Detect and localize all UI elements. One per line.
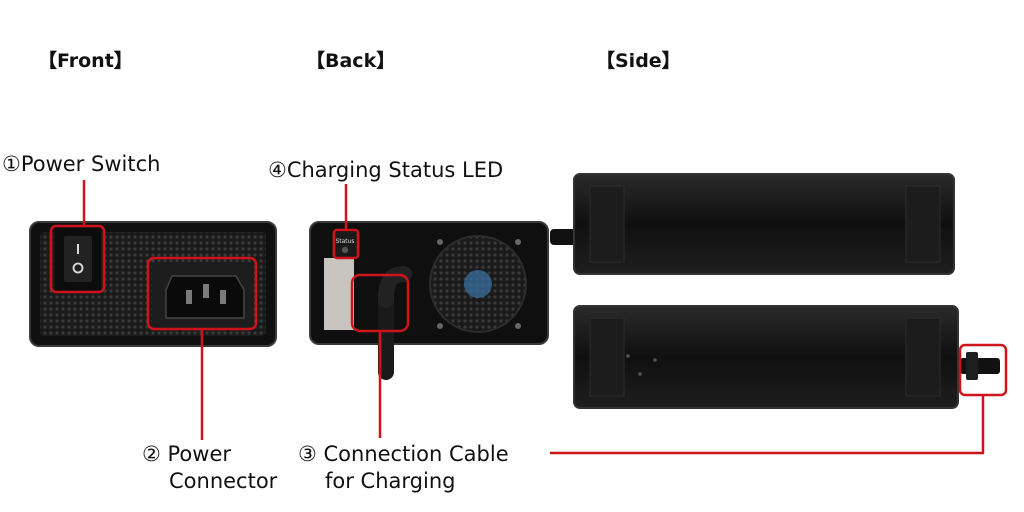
switch-off-mark-icon — [72, 262, 84, 274]
callout-charging-led: ④Charging Status LED — [268, 158, 504, 182]
callout-power-connector-2: Connector — [169, 469, 278, 493]
led-label: Status — [335, 238, 354, 245]
heading-back: 【Back】 — [306, 50, 396, 72]
callout-power-connector-1: ② Power — [142, 442, 231, 466]
side-unit-top — [550, 173, 955, 275]
heading-side: 【Side】 — [596, 50, 681, 72]
callout-power-switch: ①Power Switch — [2, 152, 161, 176]
front-unit — [29, 221, 277, 347]
heading-front: 【Front】 — [38, 50, 133, 72]
callout-cable-2: for Charging — [325, 469, 456, 493]
side-unit-bottom — [573, 305, 1000, 409]
callout-lines — [49, 180, 1008, 455]
rating-label — [324, 258, 354, 330]
callout-cable-1: ③ Connection Cable — [298, 442, 509, 466]
led-icon — [341, 246, 349, 254]
back-unit: Status — [309, 221, 549, 380]
